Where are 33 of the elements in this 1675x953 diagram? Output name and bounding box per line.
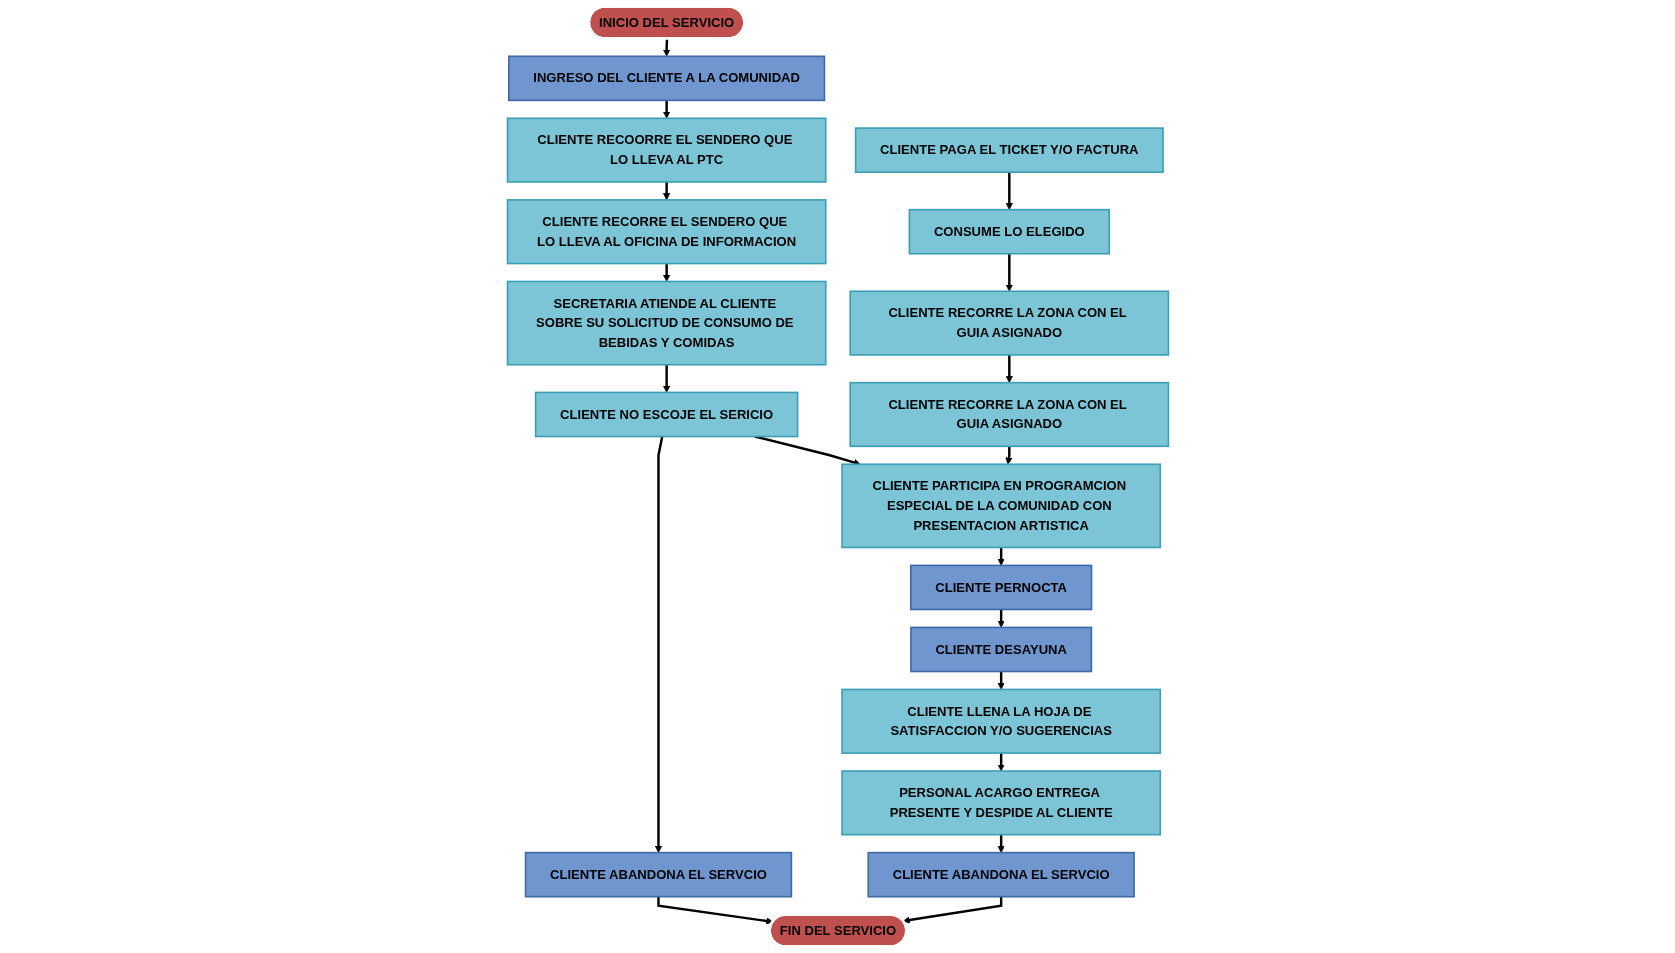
- node-box: CLIENTE NO ESCOJE EL SERICIO: [534, 391, 798, 438]
- arrow: [997, 609, 1005, 628]
- arrow: [1004, 446, 1012, 465]
- node-box: CLIENTE RECORRE EL SENDERO QUE LO LLEVA AL OFICINA DE INFORMACION: [506, 199, 827, 265]
- node-box: CLIENTE ABANDONA EL SERVCIO: [866, 851, 1135, 898]
- node-box: CLIENTE PARTICIPA EN PROGRAMCION ESPECIAL DE LA COMUNIDAD CON PRESENTACION ARTISTICA: [840, 463, 1161, 549]
- arrow: [662, 100, 670, 119]
- node-box: INGRESO DEL CLIENTE A LA COMUNIDAD: [507, 55, 825, 102]
- node-box: CLIENTE LLENA LA HOJA DE SATISFACCION Y/O SUGERENCIAS: [840, 688, 1161, 754]
- arrow: [654, 436, 663, 853]
- node-box: CLIENTE PERNOCTA: [909, 564, 1092, 611]
- arrow: [662, 181, 670, 201]
- node-box: CLIENTE RECOORRE EL SENDERO QUE LO LLEVA AL PTC: [506, 117, 827, 183]
- node-box: CLIENTE ABANDONA EL SERVCIO: [524, 851, 792, 898]
- arrow: [997, 753, 1005, 772]
- arrow: [656, 896, 773, 925]
- arrow: [997, 671, 1005, 690]
- arrow: [902, 896, 1002, 924]
- node-box: CONSUME LO ELEGIDO: [908, 208, 1110, 255]
- arrow: [1005, 354, 1013, 383]
- arrow: [662, 364, 670, 393]
- arrow: [662, 38, 670, 57]
- node-box: CLIENTE DESAYUNA: [909, 626, 1092, 673]
- arrow: [1005, 253, 1013, 292]
- node-box: PERSONAL ACARGO ENTREGA PRESENTE Y DESPIDE AL CLIENTE: [840, 770, 1161, 836]
- arrow: [997, 547, 1005, 566]
- node-box: CLIENTE PAGA EL TICKET Y/O FACTURA: [854, 127, 1164, 173]
- node-box: CLIENTE RECORRE LA ZONA CON EL GUIA ASIGNADO: [848, 290, 1169, 356]
- node-box: SECRETARIA ATIENDE AL CLIENTE SOBRE SU SOLICITUD DE CONSUMO DE BEBIDAS Y COMIDAS: [506, 280, 827, 366]
- arrow: [753, 435, 861, 466]
- arrow: [662, 263, 670, 282]
- node-box: CLIENTE RECORRE LA ZONA CON EL GUIA ASIGNADO: [848, 381, 1169, 448]
- arrow: [1005, 172, 1013, 210]
